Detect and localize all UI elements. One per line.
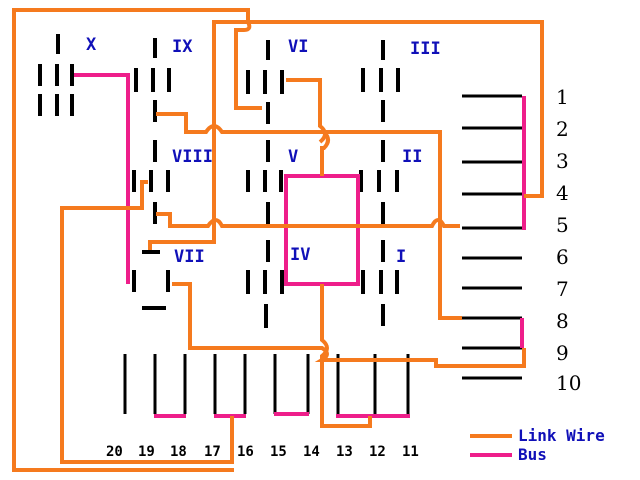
block-label-vi: VI <box>288 37 308 57</box>
wire-left-loop <box>60 180 234 464</box>
block-label-iv: IV <box>290 245 310 265</box>
terminal-label-11: 11 <box>402 444 419 460</box>
right-terminal-leads <box>462 94 522 380</box>
terminal-label-20: 20 <box>106 444 123 460</box>
terminal-label-9: 9 <box>556 341 569 365</box>
legend-bus-label: Bus <box>518 445 547 464</box>
terminal-label-10: 10 <box>556 371 581 395</box>
terminal-label-14: 14 <box>303 444 320 460</box>
terminal-label-5: 5 <box>556 213 569 237</box>
terminal-label-7: 7 <box>556 277 569 301</box>
bottom-terminal-leads <box>123 354 410 414</box>
legend: Link Wire Bus <box>470 426 605 464</box>
terminal-label-4: 4 <box>556 181 569 205</box>
block-labels: X IX VI III VIII V II VII IV I <box>86 35 441 267</box>
bottom-terminal-labels: 20 19 18 17 16 15 14 13 12 11 <box>106 444 419 460</box>
bus-x-to-vii <box>74 73 130 284</box>
terminal-label-1: 1 <box>556 85 569 109</box>
terminal-label-8: 8 <box>556 309 569 333</box>
wire-vii-branch <box>148 20 216 250</box>
block-label-ix: IX <box>172 37 193 57</box>
block-label-ii: II <box>402 147 422 167</box>
terminal-label-16: 16 <box>237 444 254 460</box>
terminal-label-13: 13 <box>336 444 353 460</box>
wire-viii-row <box>156 212 460 228</box>
terminal-label-3: 3 <box>556 149 569 173</box>
block-label-x: X <box>86 35 97 55</box>
terminal-label-6: 6 <box>556 245 569 269</box>
block-label-i: I <box>396 247 406 267</box>
terminal-label-18: 18 <box>170 444 187 460</box>
wire-iv-drop <box>320 284 372 428</box>
wire-top-right <box>214 20 544 198</box>
terminal-label-19: 19 <box>138 444 155 460</box>
bus-center-box <box>284 174 360 286</box>
wire-vi-drop <box>286 78 327 144</box>
right-terminal-labels: 1 2 3 4 5 6 7 8 9 10 <box>556 85 581 395</box>
block-label-v: V <box>288 147 298 167</box>
wire-outer-loop <box>12 8 262 472</box>
pin-marks <box>38 34 400 328</box>
terminal-label-17: 17 <box>204 444 221 460</box>
block-label-viii: VIII <box>172 147 213 167</box>
wire-vii-bottom <box>172 282 526 368</box>
block-label-iii: III <box>410 39 441 59</box>
terminal-label-12: 12 <box>369 444 386 460</box>
terminal-label-2: 2 <box>556 117 569 141</box>
legend-link-wire-label: Link Wire <box>518 426 605 445</box>
wire-ix-row <box>156 112 330 176</box>
wire-row2 <box>326 130 462 320</box>
block-label-vii: VII <box>174 247 205 267</box>
terminal-label-15: 15 <box>270 444 287 460</box>
link-wires <box>12 8 544 472</box>
